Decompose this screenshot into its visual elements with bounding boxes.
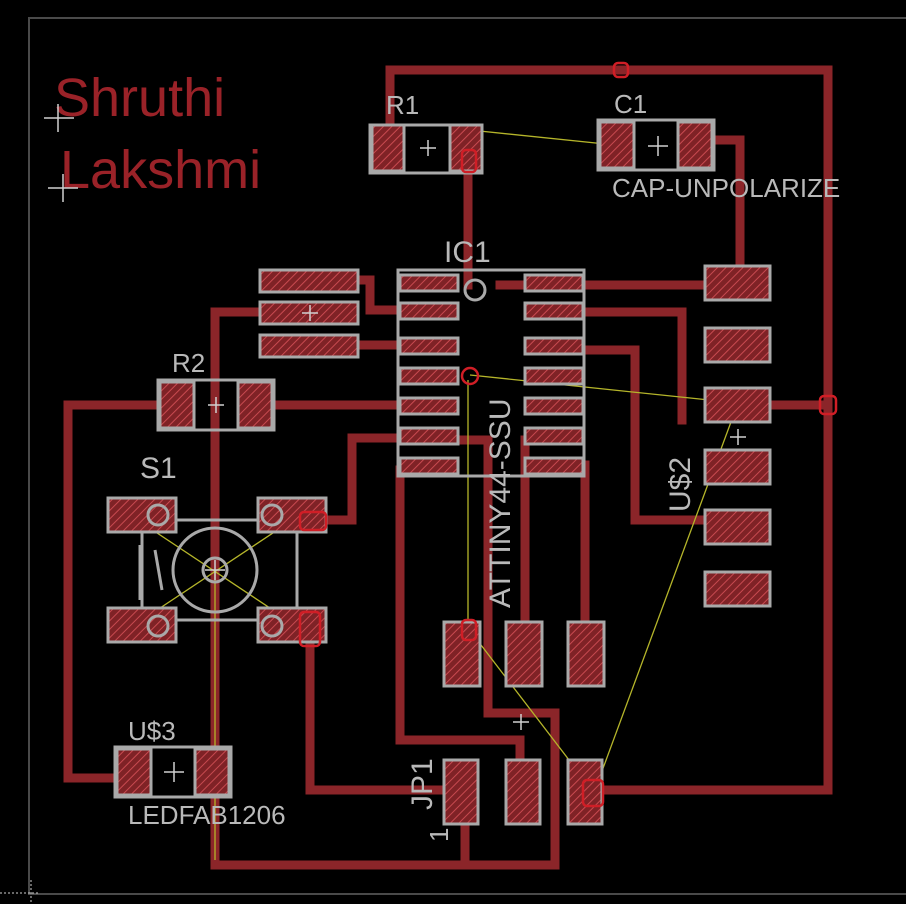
origin-marker-icon <box>0 880 40 904</box>
s1-switch[interactable]: S1 <box>106 452 328 644</box>
author-first-name: Shruthi <box>54 68 225 128</box>
jp1-pin1-label: 1 <box>424 828 454 842</box>
r2-resistor[interactable]: R2 <box>156 348 276 432</box>
ic1-left-pins <box>398 273 460 476</box>
c1-value: CAP-UNPOLARIZE <box>612 173 840 203</box>
ic1-right-pins <box>523 273 585 476</box>
ic1-label: IC1 <box>444 236 491 269</box>
jp1-jumper[interactable]: JP1 1 <box>406 714 604 842</box>
board-outline <box>28 17 906 895</box>
r1-resistor[interactable]: R1 <box>368 90 484 175</box>
u3-value: LEDFAB1206 <box>128 800 286 830</box>
u2-label: U$2 <box>664 457 697 512</box>
ic1-value: ATTINY44-SSU <box>484 399 517 609</box>
r1-label: R1 <box>386 90 419 120</box>
u3-label: U$3 <box>128 716 176 746</box>
jp1-label: JP1 <box>406 758 439 810</box>
author-last-name: Lakshmi <box>60 140 261 200</box>
author-name: Shruthi Lakshmi <box>44 68 261 202</box>
ic1-chip[interactable]: IC1 ATTINY44-SSU <box>396 236 586 609</box>
c1-label: C1 <box>614 89 647 119</box>
lower-pads[interactable] <box>442 620 606 688</box>
u3-led[interactable]: U$3 LEDFAB1206 <box>113 716 286 830</box>
c1-capacitor[interactable]: C1 CAP-UNPOLARIZE <box>596 89 840 203</box>
r2-label: R2 <box>172 348 205 378</box>
left-header-pads[interactable] <box>258 268 360 359</box>
vias <box>298 61 838 808</box>
u2-header[interactable]: U$2 <box>664 264 772 608</box>
s1-label: S1 <box>140 452 177 485</box>
